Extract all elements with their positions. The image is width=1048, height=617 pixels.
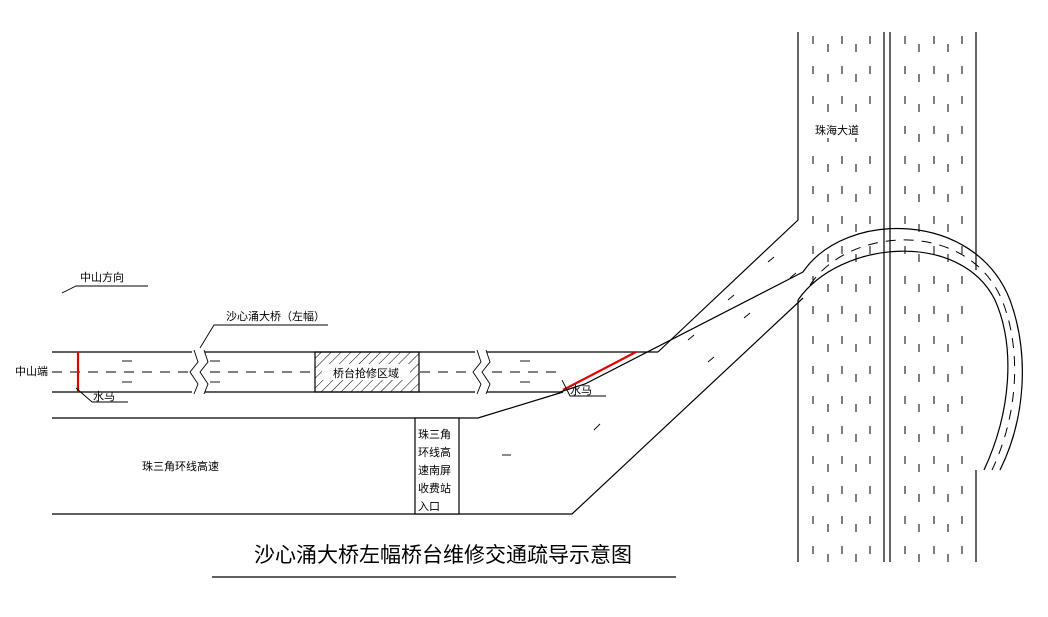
barrier-label-left: 水马 [93,390,115,403]
zhuhai-avenue: 珠海大道 [797,32,977,562]
repair-zone: 桥台抢修区域 [314,351,420,393]
highway-label: 珠三角环线高速 [142,459,219,473]
expansion-joint-icon [199,349,209,395]
barrier-label-right: 水马 [570,384,592,397]
title-text: 沙心涌大桥左幅桥台维修交通疏导示意图 [254,543,632,567]
u-turn-loop [797,227,1023,471]
toll-label-line3: 速南屏 [418,464,451,477]
repair-zone-label: 桥台抢修区域 [333,366,399,380]
toll-label-line1: 珠三角 [418,427,451,441]
avenue-label: 珠海大道 [815,123,859,137]
expansion-joint-icon [189,349,199,395]
direction-label: 中山方向 [80,270,124,284]
lane-mark [122,360,530,383]
direction-arrow-icon [61,285,148,294]
bridge-label: 沙心涌大桥（左幅） [226,309,325,323]
direction-indicator: 中山方向 [61,270,148,294]
bridge-callout: 沙心涌大桥（左幅） [199,309,328,349]
toll-station: 珠三角 环线高 速南屏 收费站 入口 [414,417,460,515]
expansion-joint-icon [472,349,482,395]
diagram-title: 沙心涌大桥左幅桥台维修交通疏导示意图 [212,543,676,578]
zhongshan-end-label: 中山端 [15,365,48,378]
toll-label-line2: 环线高 [418,445,451,459]
water-barrier-right: 水马 [561,351,637,397]
ramp-road [559,32,804,393]
toll-label-line4: 收费站 [418,481,451,495]
toll-label-line5: 入口 [418,500,440,513]
water-barrier-left: 水马 [75,352,128,403]
barrier-line [562,351,637,391]
expansion-joint-icon [481,349,491,395]
highway-road: 珠三角环线高速 [52,297,804,515]
